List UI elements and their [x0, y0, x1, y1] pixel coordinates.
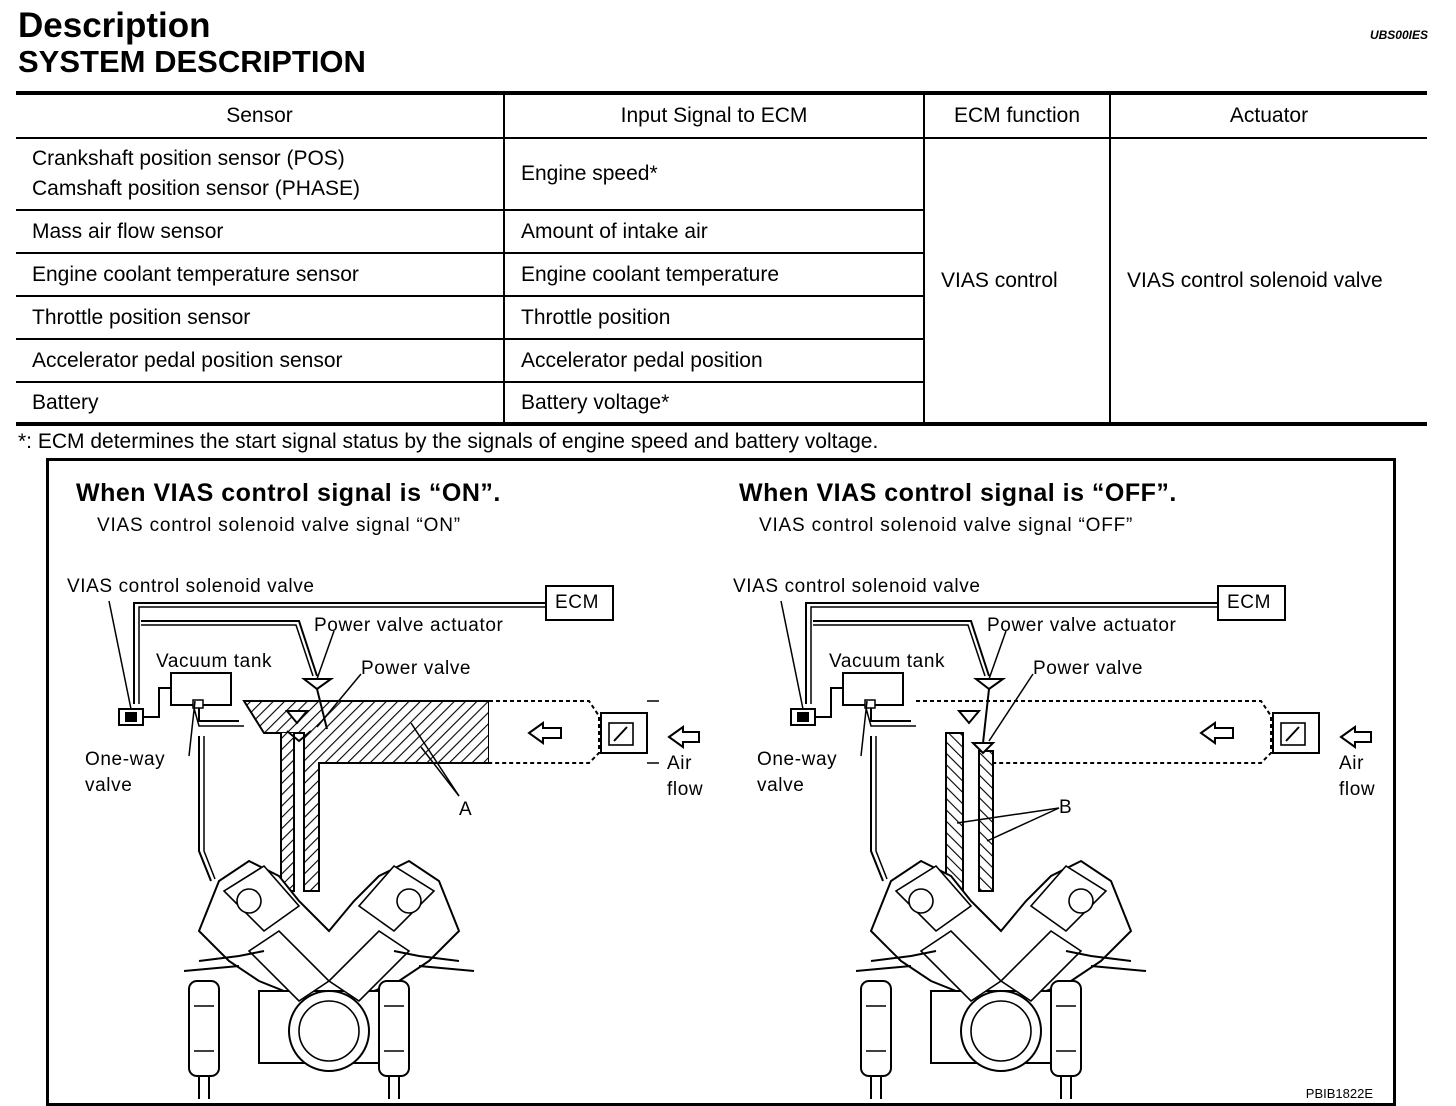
ecm-function-cell: VIAS control	[924, 138, 1111, 426]
power-valve-label: Power valve	[361, 658, 472, 679]
oneway-label: One-way	[757, 749, 838, 770]
column-header-actuator: Actuator	[1110, 91, 1427, 139]
input-signal-cell: Amount of intake air	[504, 210, 925, 254]
oneway-label: valve	[757, 775, 805, 796]
actuator-label: Power valve actuator	[314, 615, 504, 636]
power-valve-actuator-icon	[301, 678, 335, 691]
sensor-name: Throttle position sensor	[16, 296, 505, 340]
input-signal-cell: Battery voltage*	[504, 382, 925, 426]
vacuum-tank-label: Vacuum tank	[156, 651, 273, 672]
table-row: Battery Battery voltage*	[16, 382, 1427, 426]
vacuum-tank-label: Vacuum tank	[829, 651, 946, 672]
figure-code: PBIB1822E	[1305, 1086, 1373, 1101]
airflow-label: Air	[1339, 753, 1365, 774]
input-signal-cell: Accelerator pedal position	[504, 339, 925, 383]
off-subheading: VIAS control solenoid valve signal “OFF”	[759, 515, 1134, 536]
power-valve-actuator-icon	[973, 678, 1007, 691]
airflow-label: flow	[1339, 779, 1376, 800]
vias-on-diagram	[108, 585, 700, 1100]
oneway-label: valve	[85, 775, 133, 796]
actuator-label: Power valve actuator	[987, 615, 1177, 636]
table-footnote: *: ECM determines the start signal statu…	[18, 430, 879, 453]
table-row: Engine coolant temperature sensor Engine…	[16, 253, 1427, 297]
column-header-sensor: Sensor	[16, 91, 505, 139]
table-row: Throttle position sensor Throttle positi…	[16, 296, 1427, 340]
vias-diagram-drawing	[108, 585, 1372, 1100]
vias-diagram: When VIAS control signal is “ON”. VIAS c…	[46, 458, 1396, 1106]
on-subheading: VIAS control solenoid valve signal “ON”	[97, 515, 461, 536]
system-description-table: Sensor Input Signal to ECM ECM function …	[16, 91, 1427, 426]
oneway-label: One-way	[85, 749, 166, 770]
section-title: SYSTEM DESCRIPTION	[18, 44, 366, 79]
table-row: Crankshaft position sensor (POS) Camshaf…	[16, 138, 1427, 426]
sensor-name: Battery	[16, 382, 505, 426]
marker-b: B	[1059, 797, 1073, 818]
sensor-name: Camshaft position sensor (PHASE)	[32, 177, 360, 200]
on-heading: When VIAS control signal is “ON”.	[76, 479, 501, 507]
sensor-cell: Crankshaft position sensor (POS) Camshaf…	[16, 138, 505, 211]
column-header-input-signal: Input Signal to ECM	[504, 91, 925, 139]
marker-a: A	[459, 799, 473, 820]
vias-off-diagram	[780, 585, 1372, 1100]
input-signal-cell: Throttle position	[504, 296, 925, 340]
column-header-ecm-function: ECM function	[924, 91, 1111, 139]
airflow-label: flow	[667, 779, 704, 800]
section-code: UBS00IES	[1369, 28, 1428, 42]
solenoid-label: VIAS control solenoid valve	[67, 576, 315, 597]
ecm-label: ECM	[1227, 592, 1272, 613]
page-title: Description	[18, 6, 211, 45]
actuator-cell: VIAS control solenoid valve	[1110, 138, 1427, 426]
ecm-label: ECM	[555, 592, 600, 613]
ecm-box	[1217, 585, 1286, 621]
off-heading: When VIAS control signal is “OFF”.	[739, 479, 1177, 507]
airflow-label: Air	[667, 753, 693, 774]
input-signal-cell: Engine coolant temperature	[504, 253, 925, 297]
sensor-name: Mass air flow sensor	[16, 210, 505, 254]
input-signal-cell: Engine speed*	[504, 138, 925, 211]
table-header-row: Sensor Input Signal to ECM ECM function …	[16, 91, 1427, 139]
table-row: Mass air flow sensor Amount of intake ai…	[16, 210, 1427, 254]
sensor-name: Accelerator pedal position sensor	[16, 339, 505, 383]
table-row: Accelerator pedal position sensor Accele…	[16, 339, 1427, 383]
intake-path-b	[945, 732, 964, 892]
solenoid-label: VIAS control solenoid valve	[733, 576, 981, 597]
power-valve-label: Power valve	[1033, 658, 1144, 679]
sensor-name: Engine coolant temperature sensor	[16, 253, 505, 297]
sensor-name: Crankshaft position sensor (POS)	[32, 147, 345, 170]
